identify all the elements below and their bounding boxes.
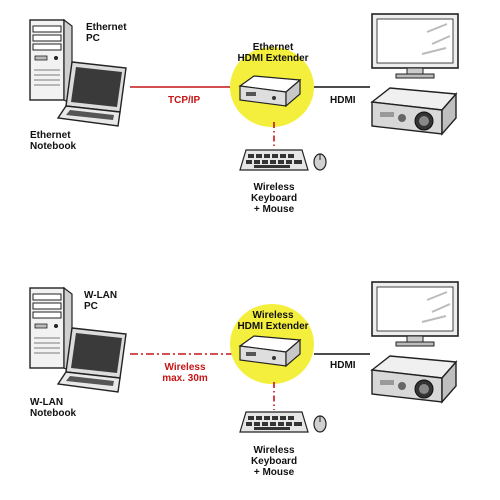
extender-label: Wireless HDMI Extender [237,310,309,332]
bottom-diagram [29,281,459,433]
hdmi-label: HDMI [330,360,356,371]
pc-tower-icon [29,287,73,373]
projector-icon [371,355,457,403]
link-label: Wireless max. 30m [162,362,208,384]
hdmi-extender-icon [239,335,301,367]
notebook-label: W-LAN Notebook [30,397,77,419]
notebook-label: Ethernet Notebook [30,130,77,152]
pc-label: W-LAN PC [84,290,118,312]
pc-label: Ethernet PC [86,22,127,44]
monitor-icon [371,281,459,347]
keyboard-label: Wireless Keyboard + Mouse [250,445,298,478]
keyboard-mouse-icon [239,411,327,433]
projector-icon [371,87,457,135]
monitor-icon [371,13,459,79]
keyboard-label: Wireless Keyboard + Mouse [250,182,298,215]
hdmi-extender-icon [239,75,301,107]
keyboard-mouse-icon [239,149,327,171]
link-label: TCP/IP [168,95,201,106]
hdmi-label: HDMI [330,95,356,106]
extender-label: Ethernet HDMI Extender [237,42,309,64]
pc-tower-icon [29,19,73,105]
top-diagram [29,13,459,171]
